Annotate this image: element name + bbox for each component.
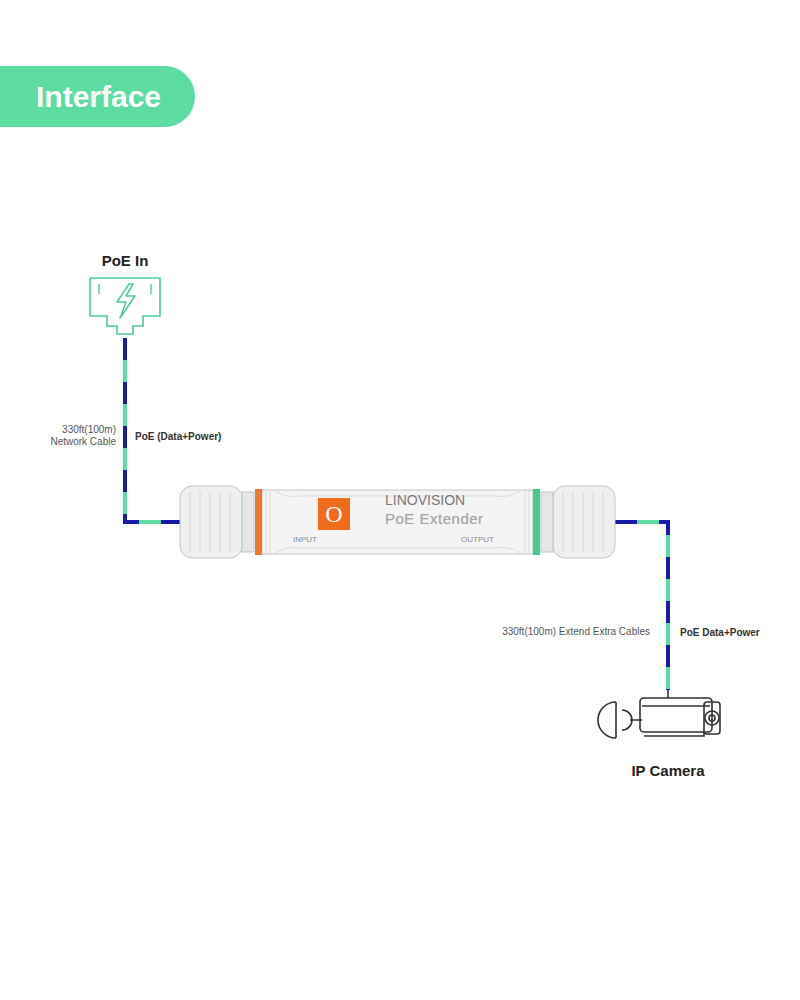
- cable-label: PoE (Data+Power): [133, 430, 223, 443]
- extender-node: O LINOVISION PoE ExtenderINPUT OUTPUT: [180, 478, 615, 566]
- product-name: PoE Extender: [385, 511, 484, 528]
- body-tube: [262, 490, 533, 554]
- brand-badge: O: [318, 498, 350, 530]
- rj45-jack-icon: [85, 276, 165, 338]
- node-heading: PoE In: [85, 252, 165, 270]
- jack-outline: [90, 278, 160, 334]
- lightning-bolt: [117, 284, 135, 318]
- camera-body: [640, 698, 712, 732]
- jack-node: PoE In: [85, 252, 165, 338]
- brand-name: LINOVISION: [385, 493, 465, 508]
- title-pill: Interface: [0, 66, 195, 127]
- title: Interface: [36, 80, 161, 114]
- cable-length-note: 330ft(100m) Extend Extra Cables: [502, 626, 650, 638]
- poe-cable: [615, 522, 668, 690]
- cable-length-note: 330ft(100m) Network Cable: [44, 424, 116, 448]
- ip-camera-icon: [608, 690, 728, 750]
- input-ring: [255, 489, 262, 555]
- output-ring: [533, 489, 540, 555]
- port-label: INPUT: [293, 536, 317, 545]
- camera-lens: [704, 702, 720, 734]
- port-label: OUTPUT: [461, 536, 494, 545]
- node-heading: IP Camera: [608, 762, 728, 780]
- wall-mount: [598, 702, 642, 738]
- camera-node: IP Camera: [608, 690, 728, 780]
- cable-label: PoE Data+Power: [678, 626, 762, 639]
